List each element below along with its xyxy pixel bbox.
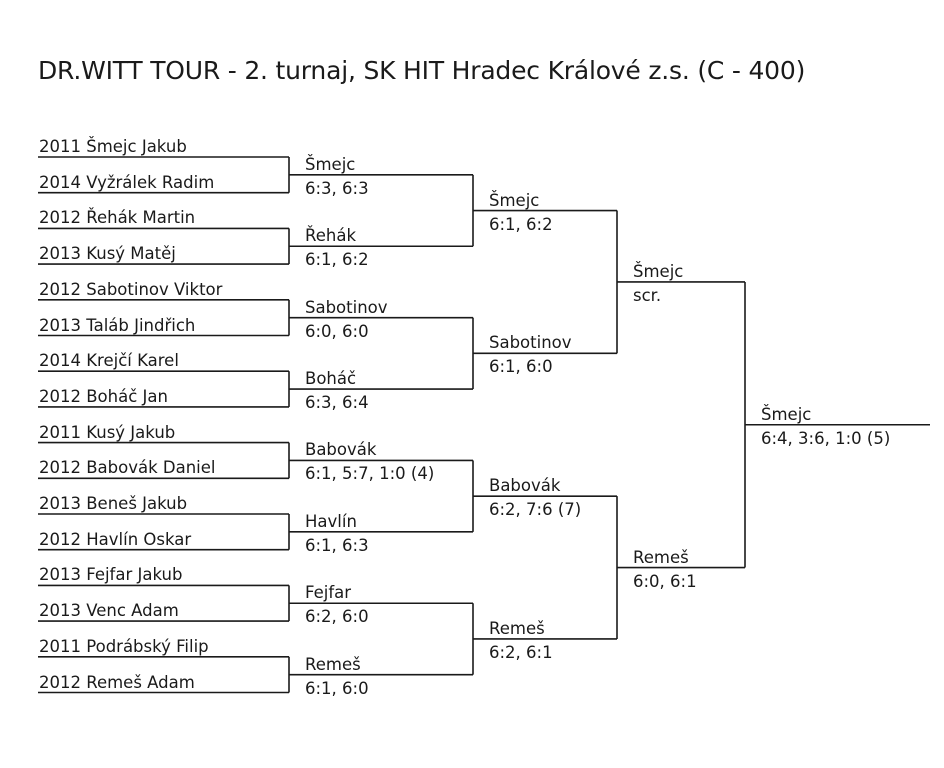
player-name: 2011 Podrábský Filip [39, 636, 209, 656]
player-name: 2012 Babovák Daniel [39, 458, 216, 478]
match-winner: Řehák [305, 226, 356, 246]
match-winner: Remeš [633, 547, 689, 567]
match-score: 6:1, 6:0 [489, 357, 553, 377]
match-score: 6:0, 6:1 [633, 571, 697, 591]
player-name: 2013 Fejfar Jakub [39, 565, 183, 585]
match-score: 6:3, 6:4 [305, 393, 369, 413]
player-name: 2011 Šmejc Jakub [39, 137, 187, 156]
player-name: 2011 Kusý Jakub [39, 422, 176, 442]
player-name: 2012 Sabotinov Viktor [39, 279, 223, 299]
match-score: 6:1, 6:0 [305, 678, 369, 698]
player-name: 2012 Boháč Jan [39, 386, 168, 406]
player-name: 2012 Remeš Adam [39, 672, 195, 692]
match-winner: Havlín [305, 511, 357, 531]
match-score: 6:1, 6:3 [305, 535, 369, 555]
match-score: 6:1, 6:2 [489, 214, 553, 234]
match-score: 6:1, 6:2 [305, 250, 369, 270]
player-name: 2013 Beneš Jakub [39, 494, 188, 513]
match-winner: Remeš [305, 654, 361, 674]
tournament-title: DR.WITT TOUR - 2. turnaj, SK HIT Hradec … [38, 56, 806, 85]
player-name: 2013 Taláb Jindřich [39, 315, 196, 335]
match-winner: Boháč [305, 369, 357, 389]
match-score: 6:2, 7:6 (7) [489, 500, 582, 520]
player-name: 2013 Venc Adam [39, 601, 179, 621]
player-name: 2014 Krejčí Karel [39, 351, 179, 371]
match-winner: Šmejc [761, 404, 812, 424]
match-score: 6:0, 6:0 [305, 321, 369, 341]
match-score: scr. [633, 285, 662, 305]
match-score: 6:2, 6:0 [305, 607, 369, 627]
match-score: 6:4, 3:6, 1:0 (5) [761, 428, 891, 448]
match-winner: Babovák [305, 440, 377, 460]
match-winner: Sabotinov [489, 333, 572, 353]
match-score: 6:3, 6:3 [305, 178, 369, 198]
match-winner: Sabotinov [305, 297, 388, 317]
player-name: 2013 Kusý Matěj [39, 244, 176, 264]
match-winner: Šmejc [305, 154, 356, 174]
match-winner: Fejfar [305, 583, 352, 603]
player-name: 2014 Vyžrálek Radim [39, 172, 215, 192]
player-name: 2012 Řehák Martin [39, 208, 196, 228]
match-winner: Šmejc [633, 261, 684, 281]
match-winner: Remeš [489, 618, 545, 638]
match-score: 6:2, 6:1 [489, 642, 553, 662]
match-winner: Šmejc [489, 190, 540, 210]
player-name: 2012 Havlín Oskar [39, 529, 192, 549]
match-score: 6:1, 5:7, 1:0 (4) [305, 464, 435, 484]
match-winner: Babovák [489, 476, 561, 496]
